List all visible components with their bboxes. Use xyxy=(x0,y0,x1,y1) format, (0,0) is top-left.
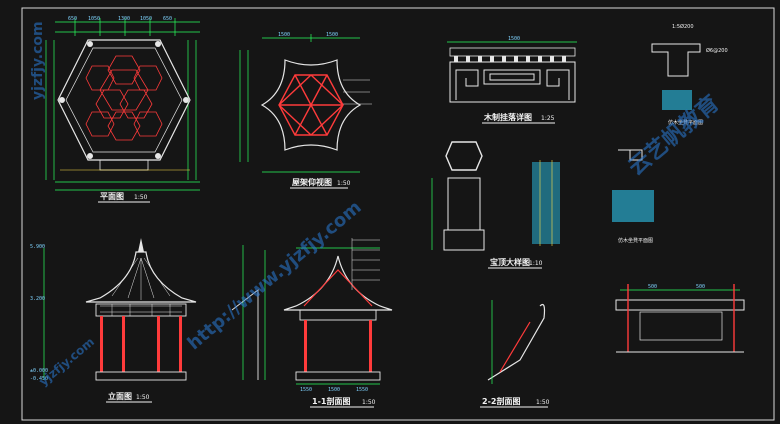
finial-body xyxy=(443,177,485,251)
section-2-view: 2-2剖面图 1:50 xyxy=(480,300,550,408)
finial-title: 宝顶大样图 xyxy=(490,257,530,267)
side-detail-panel xyxy=(639,311,723,341)
plan-hexagon-outer xyxy=(57,39,191,161)
section2-beam xyxy=(499,321,531,373)
fascia-top-rail xyxy=(449,47,576,57)
bench-title: 仿木坐凳平面图 xyxy=(668,119,703,126)
elevation-scale: 1:50 xyxy=(136,394,150,401)
roof-outline xyxy=(260,59,362,151)
roof-plan-view: 1500 1500 屋架仰视图 1:50 xyxy=(239,32,372,189)
roof-dim-2: 1500 xyxy=(326,32,338,38)
bench-section-outline xyxy=(651,43,701,77)
section1-columns xyxy=(304,320,372,372)
fascia-bracket-row xyxy=(454,56,566,62)
elevation-roof-tiles xyxy=(111,257,171,300)
elevation-base xyxy=(95,371,187,381)
fascia-dim: 1500 xyxy=(508,36,520,42)
side-elevation-partial xyxy=(231,245,259,380)
roof-rafters xyxy=(278,74,344,136)
fascia-scale: 1:25 xyxy=(541,115,555,122)
finial-scale: 1:10 xyxy=(529,260,543,267)
plan-columns xyxy=(59,41,189,159)
side-detail-dim-2: 500 xyxy=(696,284,705,290)
plan-dim-5: 650 xyxy=(163,16,172,22)
sheet-frame xyxy=(21,7,775,421)
finial-detail: 宝顶大样图 1:10 xyxy=(431,141,560,269)
section1-rafter xyxy=(303,269,373,307)
section1-fascia xyxy=(299,309,377,321)
elevation-level-3: ±0.000 xyxy=(30,368,48,374)
hanging-fascia-detail: 1500 木制挂落详图 1:25 xyxy=(447,36,577,124)
bench-joint xyxy=(618,149,643,161)
plan-dim-3: 1300 xyxy=(118,16,130,22)
bench-detail: 1:5Ø200 Ø6@200 仿木坐凳平面图 仿木坐凳平面图 xyxy=(612,23,728,244)
elevation-level-4: -0.450 xyxy=(30,376,48,382)
section1-dim-lines xyxy=(264,247,380,385)
front-elevation-view: 5.900 3.200 ±0.000 -0.450 立面图 1:50 xyxy=(30,238,197,403)
elevation-title: 立面图 xyxy=(108,391,132,401)
bench-label-top: 1:5Ø200 xyxy=(672,23,694,30)
section1-notes-leaders xyxy=(351,238,380,290)
plan-title: 平面图 xyxy=(100,192,124,201)
roof-dimension-lines xyxy=(239,34,360,173)
plan-view: 650 1050 1300 1050 650 平面图 1:50 xyxy=(45,16,200,203)
side-detail-posts xyxy=(627,284,735,352)
section2-rafter-curve xyxy=(487,303,546,381)
watermark-1: yjzfjy.com xyxy=(30,21,46,100)
roof-scale: 1:50 xyxy=(337,180,351,187)
bench-title-2: 仿木坐凳平面图 xyxy=(618,237,653,244)
elevation-columns xyxy=(100,316,182,372)
side-detail-view: 500 500 xyxy=(615,284,745,353)
side-detail-top xyxy=(615,299,745,311)
elevation-finial xyxy=(138,238,144,252)
roof-leaders xyxy=(343,79,372,105)
elevation-level-1: 5.900 xyxy=(30,244,45,250)
plan-dim-4: 1050 xyxy=(140,16,152,22)
section1-dim-3: 1550 xyxy=(356,387,368,393)
finial-rebar xyxy=(539,160,553,246)
section1-scale: 1:50 xyxy=(362,399,376,406)
plan-dimension-lines xyxy=(45,18,200,191)
plan-paving-pattern xyxy=(85,55,163,141)
bench-hatch-2 xyxy=(612,190,654,222)
side-outline xyxy=(231,289,259,380)
fascia-title: 木制挂落详图 xyxy=(483,112,532,122)
roof-dim-1: 1500 xyxy=(278,32,290,38)
fascia-lattice xyxy=(449,61,576,103)
plan-scale: 1:50 xyxy=(134,194,148,201)
section1-base xyxy=(295,371,381,381)
roof-title: 屋架仰视图 xyxy=(292,177,332,187)
section1-title: 1-1剖面图 xyxy=(312,396,350,406)
section1-dim-1: 1550 xyxy=(300,387,312,393)
elevation-roof xyxy=(85,251,197,303)
elevation-level-2: 3.200 xyxy=(30,296,45,302)
bench-hatch-1 xyxy=(662,90,692,110)
section-1-view: 1550 1500 1550 1-1剖面图 1:50 xyxy=(264,238,393,408)
plan-hexagon-inner xyxy=(65,47,183,153)
watermark-3: http://www.yjzfjy.com xyxy=(184,197,366,354)
watermark-4: yjzfjy.com xyxy=(36,335,97,389)
elevation-fascia xyxy=(95,303,187,317)
section2-scale: 1:50 xyxy=(536,399,550,406)
side-detail-dim-1: 500 xyxy=(648,284,657,290)
plan-dim-2: 1050 xyxy=(88,16,100,22)
finial-section-hatch xyxy=(532,162,560,244)
section2-title: 2-2剖面图 xyxy=(482,396,520,406)
plan-dim-1: 650 xyxy=(68,16,77,22)
bench-label-mid: Ø6@200 xyxy=(706,47,728,54)
elevation-fascia-pattern xyxy=(100,304,182,316)
section1-dim-2: 1500 xyxy=(328,387,340,393)
finial-top-hexagon xyxy=(445,141,483,171)
plan-steps xyxy=(99,159,149,171)
